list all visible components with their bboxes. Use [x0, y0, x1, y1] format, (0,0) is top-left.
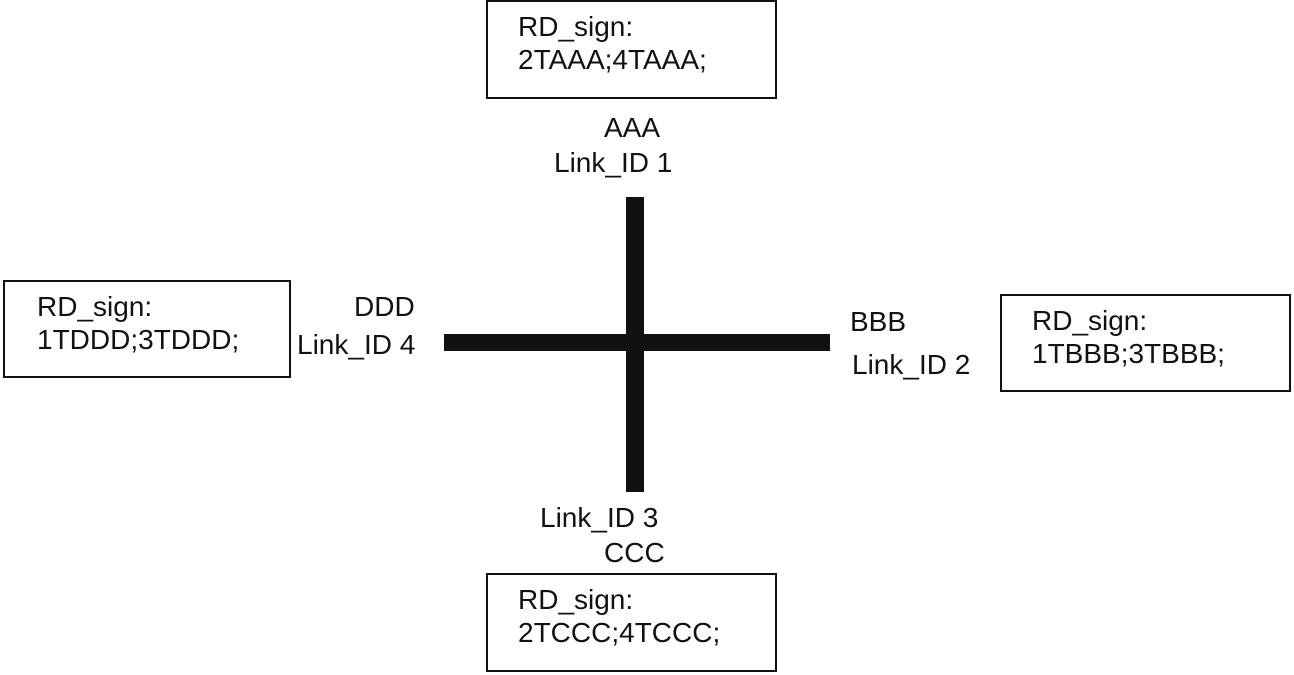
link-id-west: Link_ID 4 — [297, 329, 416, 360]
link-id-south: Link_ID 3 — [540, 502, 659, 533]
rd-sign-value: 2TAAA;4TAAA; — [518, 44, 707, 75]
rd-sign-label: RD_sign: — [1032, 305, 1148, 336]
rd-sign-box-south: RD_sign: 2TCCC;4TCCC; — [486, 573, 777, 672]
rd-sign-box-west: RD_sign: 1TDDD;3TDDD; — [3, 280, 291, 378]
link-id-east: Link_ID 2 — [852, 349, 971, 380]
link-name-north: AAA — [604, 112, 661, 143]
rd-sign-label: RD_sign: — [37, 291, 153, 322]
rd-sign-box-east: RD_sign: 1TBBB;3TBBB; — [1000, 294, 1291, 392]
rd-sign-value: 2TCCC;4TCCC; — [518, 617, 721, 648]
rd-sign-box-north: RD_sign: 2TAAA;4TAAA; — [486, 0, 777, 99]
link-id-north: Link_ID 1 — [554, 147, 673, 178]
link-name-south: CCC — [604, 537, 665, 568]
link-horizontal-road — [444, 334, 830, 351]
link-name-east: BBB — [850, 306, 907, 337]
rd-sign-value: 1TBBB;3TBBB; — [1032, 338, 1225, 369]
rd-sign-value: 1TDDD;3TDDD; — [37, 324, 240, 355]
link-name-west: DDD — [354, 291, 415, 322]
rd-sign-label: RD_sign: — [518, 11, 634, 42]
rd-sign-label: RD_sign: — [518, 584, 634, 615]
